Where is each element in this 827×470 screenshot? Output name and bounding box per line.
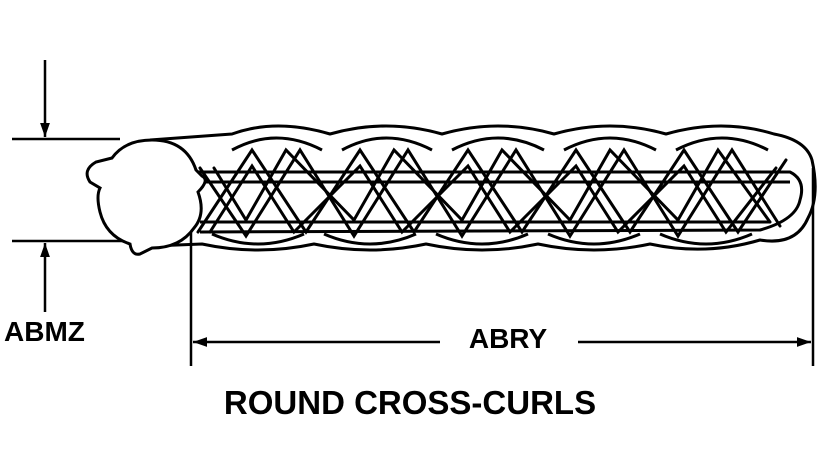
round-end-cross-section xyxy=(85,138,207,256)
curl-zigzag-back-inner xyxy=(212,147,772,224)
curl-zigzag-back xyxy=(198,147,782,239)
curl-zigzag-front-inner xyxy=(208,163,778,235)
curl-loops-bottom xyxy=(211,232,753,246)
curl-loops-top xyxy=(231,136,769,152)
height-dimension xyxy=(12,60,140,312)
diagram-caption: ROUND CROSS-CURLS xyxy=(224,384,596,421)
round-end-outline xyxy=(85,138,207,256)
length-label: ABRY xyxy=(469,323,548,354)
tube-inner-rim xyxy=(190,170,804,234)
tube-outer-rim xyxy=(149,124,817,252)
height-label: ABMZ xyxy=(4,316,85,347)
tube-body xyxy=(149,124,817,252)
cross-curls xyxy=(196,147,788,239)
curl-zigzag-front xyxy=(196,147,788,235)
